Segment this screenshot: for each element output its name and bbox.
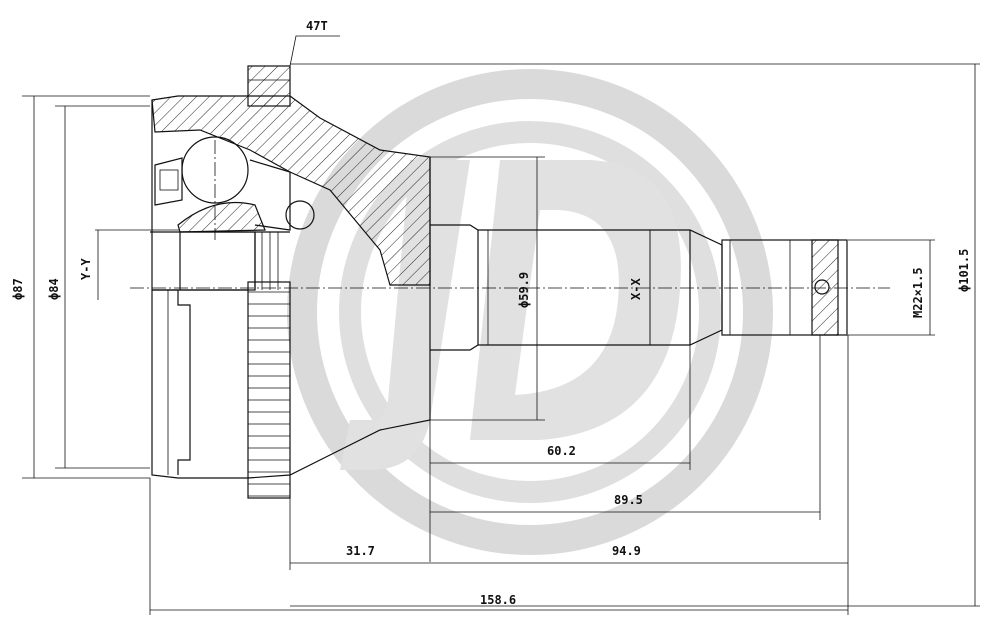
tone-ring-tooth-lines — [248, 291, 290, 497]
dim-phi101-5: ϕ101.5 — [957, 249, 971, 292]
label-x-x: X-X — [629, 278, 643, 300]
label-y-y: Y-Y — [79, 258, 93, 280]
label-47t: 47T — [306, 19, 328, 33]
dim-phi59-9: ϕ59.9 — [517, 272, 531, 308]
tone-ring-teeth — [247, 281, 291, 499]
dimension-lines — [22, 35, 980, 615]
dim-phi84: ϕ84 — [47, 278, 61, 300]
dim-thread: M22×1.5 — [911, 267, 925, 318]
dim-phi87: ϕ87 — [11, 278, 25, 300]
dim-60-2: 60.2 — [547, 444, 576, 458]
dim-31-7: 31.7 — [346, 544, 375, 558]
dim-89-5: 89.5 — [614, 493, 643, 507]
dim-94-9: 94.9 — [612, 544, 641, 558]
inner-race — [152, 231, 279, 475]
stub-shaft — [430, 224, 848, 351]
dim-158-6: 158.6 — [480, 593, 516, 607]
